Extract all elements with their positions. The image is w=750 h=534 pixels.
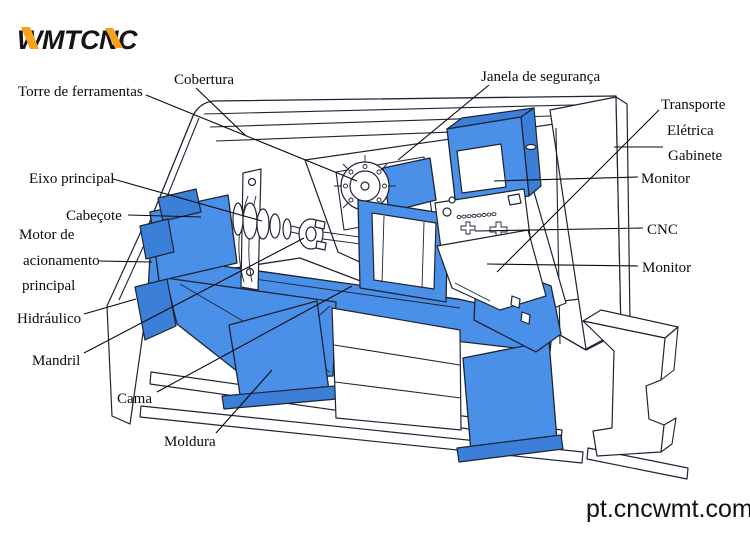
right-pedestal-foot — [456, 434, 564, 463]
leader-cobertura — [195, 87, 247, 137]
cover-seam-2 — [209, 113, 613, 128]
main-spindle — [232, 202, 301, 240]
monitor-screen — [456, 143, 507, 194]
keypad-knob-1 — [442, 207, 452, 217]
logo-accent-n-stroke — [105, 28, 123, 48]
label-janela-de-seguranca: Janela de segurança — [481, 69, 600, 85]
pendant-monitor — [446, 107, 542, 208]
label-eletrica: Elétrica — [667, 123, 714, 139]
leader-transporte — [496, 109, 660, 273]
leader-torre-de-ferramentas — [145, 94, 358, 182]
leader-hidraulico — [83, 298, 137, 315]
label-cama: Cama — [117, 391, 152, 407]
label-motor-linha-2: acionamento — [23, 253, 100, 269]
cover-seam-1 — [203, 103, 615, 115]
label-eixo-principal: Eixo principal — [29, 171, 114, 187]
label-hidraulico: Hidráulico — [17, 311, 81, 327]
belt-arm-hole-top — [247, 177, 257, 187]
leader-eixo-principal — [112, 178, 263, 222]
label-cabecote: Cabeçote — [66, 208, 122, 224]
middle-base-box — [331, 307, 462, 431]
label-cobertura: Cobertura — [174, 72, 234, 88]
drive-belt-left — [238, 195, 249, 283]
turret-housing — [382, 157, 437, 213]
label-monitor-superior: Monitor — [641, 171, 690, 187]
middle-base-seam-2 — [334, 381, 462, 399]
keypad-square-button — [507, 193, 522, 206]
label-gabinete: Gabinete — [668, 148, 722, 164]
label-cnc: CNC — [647, 222, 678, 238]
main-drive-motor-housing — [139, 218, 175, 260]
leader-monitor-superior — [493, 176, 639, 182]
carriage-slide — [371, 212, 437, 290]
pendant-pill-button — [525, 143, 537, 151]
leader-mandril — [83, 237, 305, 354]
leader-monitor-inferior — [486, 263, 639, 267]
leader-cabecote — [127, 214, 202, 218]
label-transporte: Transporte — [661, 97, 726, 113]
label-motor-linha-1: Motor de — [19, 227, 75, 243]
headstock-top-box — [157, 188, 202, 222]
keypad-knob-2 — [448, 196, 456, 204]
logo-accent-w-stroke — [21, 27, 39, 49]
tool-turret-disc — [334, 155, 396, 211]
leader-motor — [98, 260, 153, 263]
keypad-jog-cross-left — [460, 221, 476, 235]
label-mandril: Mandril — [32, 353, 80, 369]
label-motor-linha-3: principal — [22, 278, 75, 294]
labels: Cobertura Torre de ferramentas Janela de… — [17, 69, 726, 450]
electrical-cabinet-seam — [555, 127, 561, 345]
label-torre-de-ferramentas: Torre de ferramentas — [18, 84, 143, 100]
leader-moldura — [215, 369, 273, 434]
label-monitor-inferior: Monitor — [642, 260, 691, 276]
wmtcnc-logo: WMTCNC — [17, 25, 138, 55]
carriage-slide-lines — [381, 215, 425, 289]
keypad-button-row — [456, 212, 497, 219]
leader-cama — [156, 285, 353, 393]
machine-drawing — [106, 95, 689, 480]
right-pedestal — [462, 340, 558, 453]
middle-base-seam-1 — [333, 344, 461, 366]
keypad-jog-cross-right — [489, 221, 508, 238]
right-foot-bracket — [582, 309, 679, 457]
leader-lines — [83, 84, 663, 434]
bed-way-line-2 — [239, 276, 461, 309]
leader-janela-de-seguranca — [397, 84, 490, 161]
base-rail-right-extension — [586, 447, 689, 480]
label-moldura: Moldura — [164, 434, 216, 450]
watermark-url: pt.cncwmt.com — [586, 495, 750, 523]
leader-cnc — [474, 227, 644, 232]
